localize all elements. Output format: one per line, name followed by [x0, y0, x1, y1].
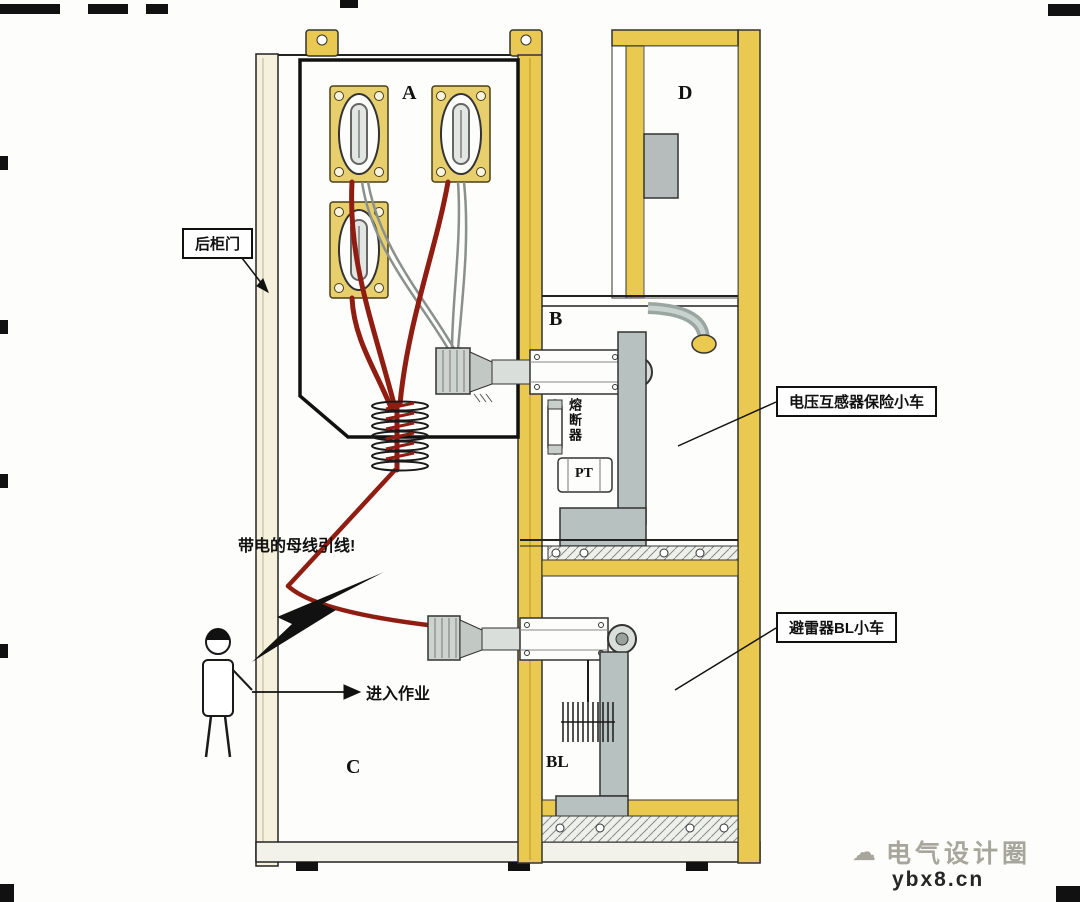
bushing-insulator — [329, 85, 389, 183]
surge-arrester — [561, 660, 615, 742]
mounting-lug — [509, 29, 543, 57]
grey-conductors — [360, 181, 468, 353]
live-busbar-cables — [285, 179, 451, 629]
compartment-d — [542, 29, 739, 354]
watermark-brand-text: 电气设计圈 — [886, 840, 1032, 868]
lightning-bolt-icon — [252, 572, 384, 662]
annotation-lines — [241, 257, 777, 700]
pt-trolley-callout: 电压互感器保险小车 — [776, 386, 938, 417]
mounting-lug — [305, 29, 339, 57]
compartment-c-label: C — [346, 756, 361, 778]
pt-label: PT — [575, 466, 593, 481]
live-busbar-warning: 带电的母线引线! — [238, 538, 356, 555]
compartment-b-label: B — [549, 308, 563, 330]
rear-door-callout: 后柜门 — [182, 228, 254, 259]
compartment-a-label: A — [402, 82, 417, 104]
fuse-label: 熔断器 — [567, 398, 582, 443]
person-figure — [202, 628, 253, 758]
pt-unit — [557, 457, 613, 493]
bl-trolley — [541, 651, 739, 843]
watermark-site: ybx8.cn — [892, 868, 985, 891]
bl-contact-assembly — [427, 615, 637, 661]
bushing-insulator — [431, 85, 491, 183]
cabinet-frame — [255, 29, 761, 871]
cloud-icon: ☁ — [852, 838, 880, 866]
compartment-d-label: D — [678, 82, 693, 104]
relay-box — [643, 133, 679, 199]
right-wall — [737, 29, 761, 864]
bushing-insulator — [329, 201, 389, 299]
current-coil — [371, 400, 429, 472]
pt-trolley — [520, 331, 739, 577]
arrester-trolley-callout: 避雷器BL小车 — [776, 612, 897, 643]
watermark-brand: ☁ 电气设计圈 — [852, 834, 1031, 870]
fuse-tube — [547, 399, 563, 455]
enter-work-label: 进入作业 — [366, 686, 431, 703]
compartment-bl-label: BL — [546, 752, 569, 771]
